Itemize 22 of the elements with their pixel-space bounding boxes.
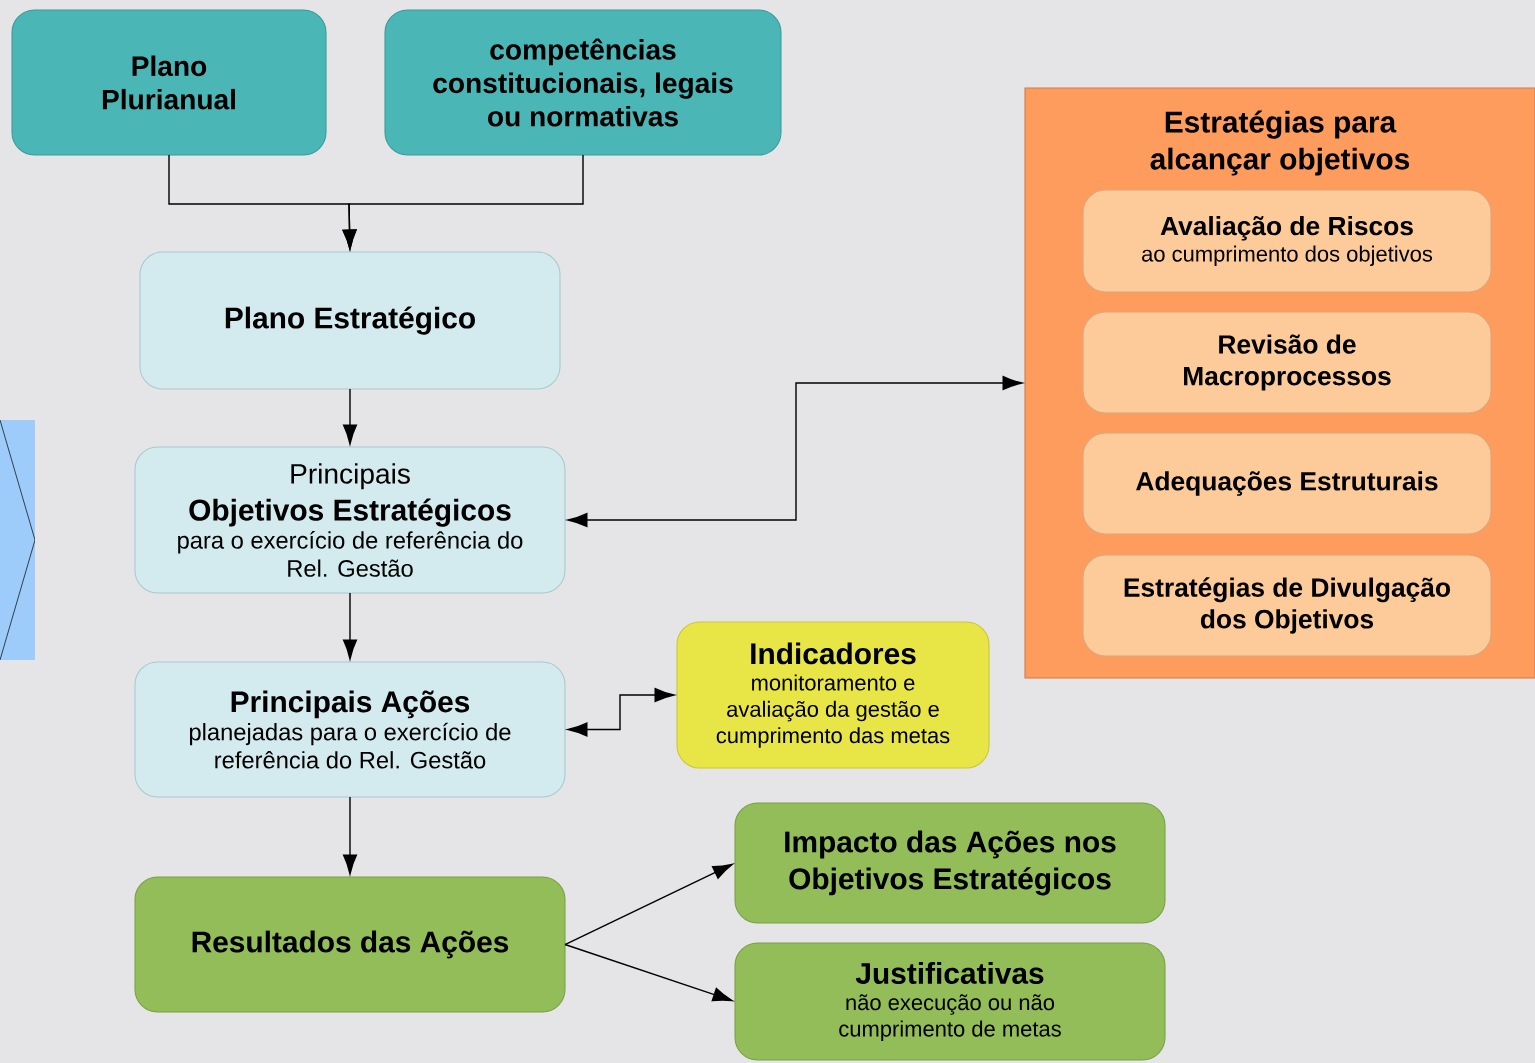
process-box: Principais Objetivos Estratégicos para o exercício de referência do Rel. Gestão bbox=[134, 446, 566, 594]
process-box: Revisão de Macroprocessos bbox=[1082, 311, 1492, 414]
arrow bbox=[564, 863, 733, 946]
process-box: Resultados das Ações bbox=[134, 876, 566, 1013]
process-box: Indicadores monitoramento e avaliação da gestão e cumprimento das metas bbox=[676, 621, 990, 769]
process-box: Impacto das Ações nos Objetivos Estratégicos bbox=[734, 802, 1166, 924]
process-box: competências constitucionais, legais ou normativas bbox=[384, 9, 782, 156]
arrow bbox=[567, 687, 675, 737]
process-box: Plano Plurianual bbox=[11, 9, 327, 156]
arrow bbox=[342, 796, 358, 875]
arrow bbox=[564, 943, 733, 1002]
process-box: Adequações Estruturais bbox=[1082, 432, 1492, 535]
process-box: Plano Estratégico bbox=[139, 251, 561, 390]
arrow bbox=[342, 592, 358, 660]
chevron-shape bbox=[0, 420, 35, 660]
process-box: Estratégias de Divulgação dos Objetivos bbox=[1082, 554, 1492, 657]
process-box: Justificativas não execução ou não cumprimento de metas bbox=[734, 942, 1166, 1061]
process-box: Principais Ações planejadas para o exercício de referência do Rel. Gestão bbox=[134, 661, 566, 798]
arrow bbox=[342, 154, 584, 250]
process-box: Avaliação de Riscos ao cumprimento dos objetivos bbox=[1082, 189, 1492, 293]
arrow bbox=[567, 375, 1023, 528]
arrow bbox=[342, 388, 358, 445]
